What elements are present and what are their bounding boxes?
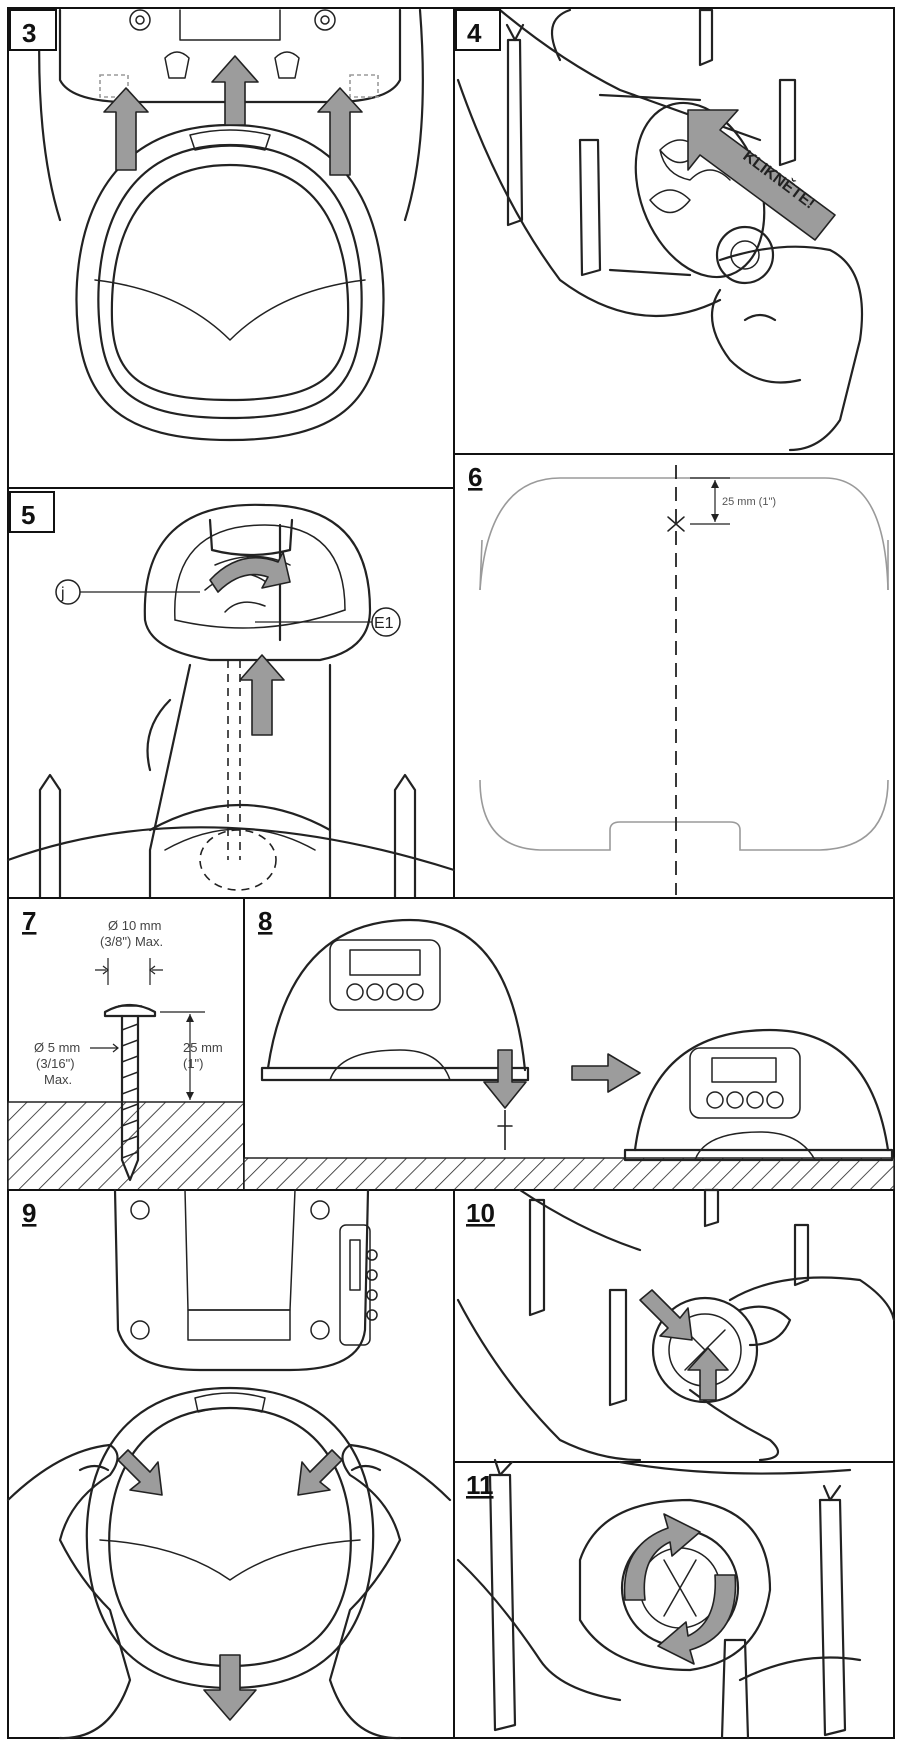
svg-text:10: 10 bbox=[466, 1198, 495, 1228]
svg-text:6: 6 bbox=[468, 462, 482, 492]
panel-4: KLIKNĚTE! 4 bbox=[453, 7, 895, 455]
svg-text:25 mm (1"): 25 mm (1") bbox=[722, 496, 776, 508]
panel-9-badge: 9 bbox=[22, 1198, 36, 1228]
svg-text:Ø 5 mm: Ø 5 mm bbox=[34, 1040, 80, 1055]
svg-text:4: 4 bbox=[467, 18, 482, 48]
panel-11-badge: 11 bbox=[466, 1470, 494, 1500]
panel-11: 11 bbox=[453, 1458, 895, 1740]
svg-text:8: 8 bbox=[258, 906, 272, 936]
panel-9: 9 bbox=[6, 1188, 455, 1740]
svg-text:(1"): (1") bbox=[183, 1056, 204, 1071]
panel-8: 8 bbox=[243, 897, 895, 1191]
svg-text:(3/8") Max.: (3/8") Max. bbox=[100, 934, 163, 949]
panel-5: j E1 5 bbox=[6, 487, 456, 900]
svg-text:j: j bbox=[60, 585, 65, 602]
svg-text:9: 9 bbox=[22, 1198, 36, 1228]
panel-3-badge: 3 bbox=[9, 9, 57, 51]
panel-5-badge: 5 bbox=[9, 491, 55, 533]
svg-text:3: 3 bbox=[22, 18, 36, 48]
panel-7: 7 Ø 10 mm (3/8") Max. Ø 5 mm (3/16") Max… bbox=[7, 897, 245, 1191]
svg-text:Max.: Max. bbox=[44, 1072, 72, 1087]
svg-text:(3/16"): (3/16") bbox=[36, 1056, 75, 1071]
panel-10: 10 bbox=[453, 1188, 896, 1463]
panel-6-badge: 6 bbox=[468, 462, 482, 492]
panel-4-badge: 4 bbox=[455, 9, 501, 51]
click-arrow: KLIKNĚTE! bbox=[687, 109, 836, 241]
svg-text:7: 7 bbox=[22, 906, 36, 936]
svg-text:5: 5 bbox=[21, 500, 35, 530]
panel-10-badge: 10 bbox=[466, 1198, 495, 1228]
svg-text:25 mm: 25 mm bbox=[183, 1040, 223, 1055]
svg-text:E1: E1 bbox=[374, 615, 394, 632]
panel-3: 3 bbox=[7, 7, 455, 489]
svg-text:Ø 10 mm: Ø 10 mm bbox=[108, 918, 161, 933]
svg-text:11: 11 bbox=[466, 1470, 494, 1500]
panel-6: 25 mm (1") 6 bbox=[453, 453, 895, 899]
